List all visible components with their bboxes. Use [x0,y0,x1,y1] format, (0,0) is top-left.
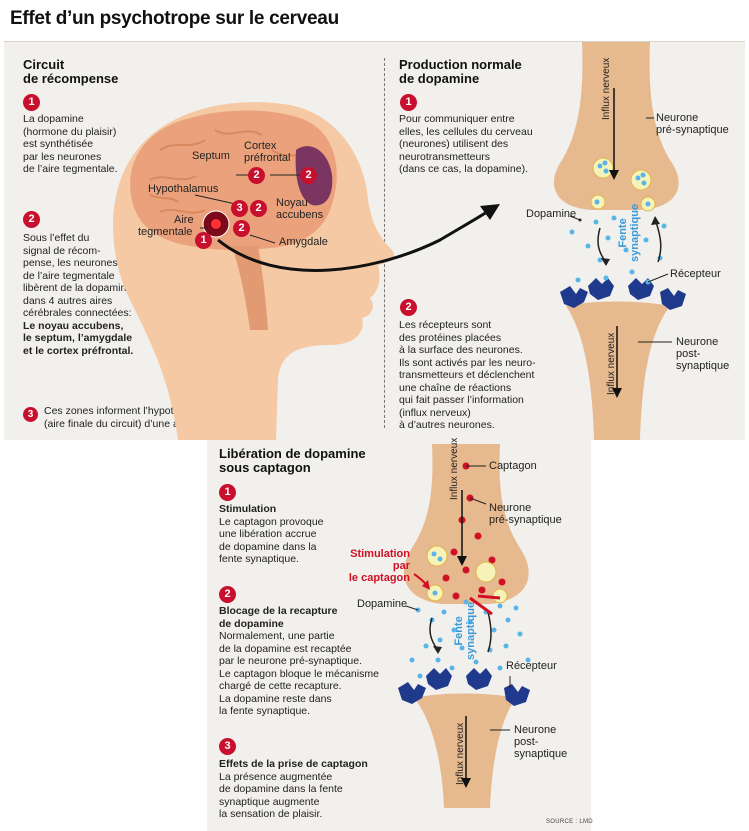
pre-neuron-top [553,42,679,210]
captagon-step3-badge: 3 [219,738,236,755]
normal-step2-badge: 2 [400,299,417,316]
influx-pre-label-bottom: Influx nerveux [449,437,460,500]
big-arrow-head [480,204,500,220]
brainstem [232,246,268,330]
recepteur-label-top: Récepteur [670,268,721,280]
label-septum: Septum [192,150,230,162]
badge-aire: 1 [195,232,212,249]
badge-septum: 2 [248,167,265,184]
captagon-step3-text: Effets de la prise de captagon La présen… [219,758,368,820]
badge-hypothalamus: 3 [231,200,248,217]
normal-step1-badge: 1 [400,94,417,111]
label-hypothalamus: Hypothalamus [148,183,219,195]
captagon-step2-badge: 2 [219,586,236,603]
dopamine-label-top: Dopamine [526,208,577,220]
block-cross-2 [477,594,501,600]
reward-step3-badge: 3 [23,407,38,422]
reward-step2-badge: 2 [23,211,40,228]
label-aire-tegmentale-2: tegmentale [138,226,193,238]
label-aire-tegmentale: Aire [174,214,194,226]
label-amygdale: Amygdale [279,236,328,248]
badge-cortex: 2 [300,167,317,184]
captagon-step1-badge: 1 [219,484,236,501]
dopamine-dots-bottom [409,599,531,679]
recepteur-label-bottom: Récepteur [506,660,557,672]
post-neuron-bottom [414,693,516,808]
captagon-label: Captagon [489,460,537,472]
source-note: SOURCE : LMD [546,819,593,825]
receptors-bottom [398,668,530,706]
big-arrow-line [217,208,491,272]
dopamine-label-bottom: Dopamine [357,598,408,610]
post-neuron-top [566,301,670,440]
receptors-top [560,278,686,310]
block-cross-1 [469,596,493,616]
badge-noyau: 2 [250,200,267,217]
captagon-dots [442,462,506,600]
influx-post-label-bottom: Influx nerveux [455,722,466,785]
vesicles-top [590,157,656,212]
page-title: Effet d’un psychotrope sur le cerveau [10,8,339,29]
reward-step1-text: La dopamine(hormone du plaisir)est synth… [23,113,118,175]
badge-amygdale: 2 [233,220,250,237]
bottom-panel [207,440,591,831]
reward-step1-badge: 1 [23,94,40,111]
synapse-normal [553,42,686,440]
